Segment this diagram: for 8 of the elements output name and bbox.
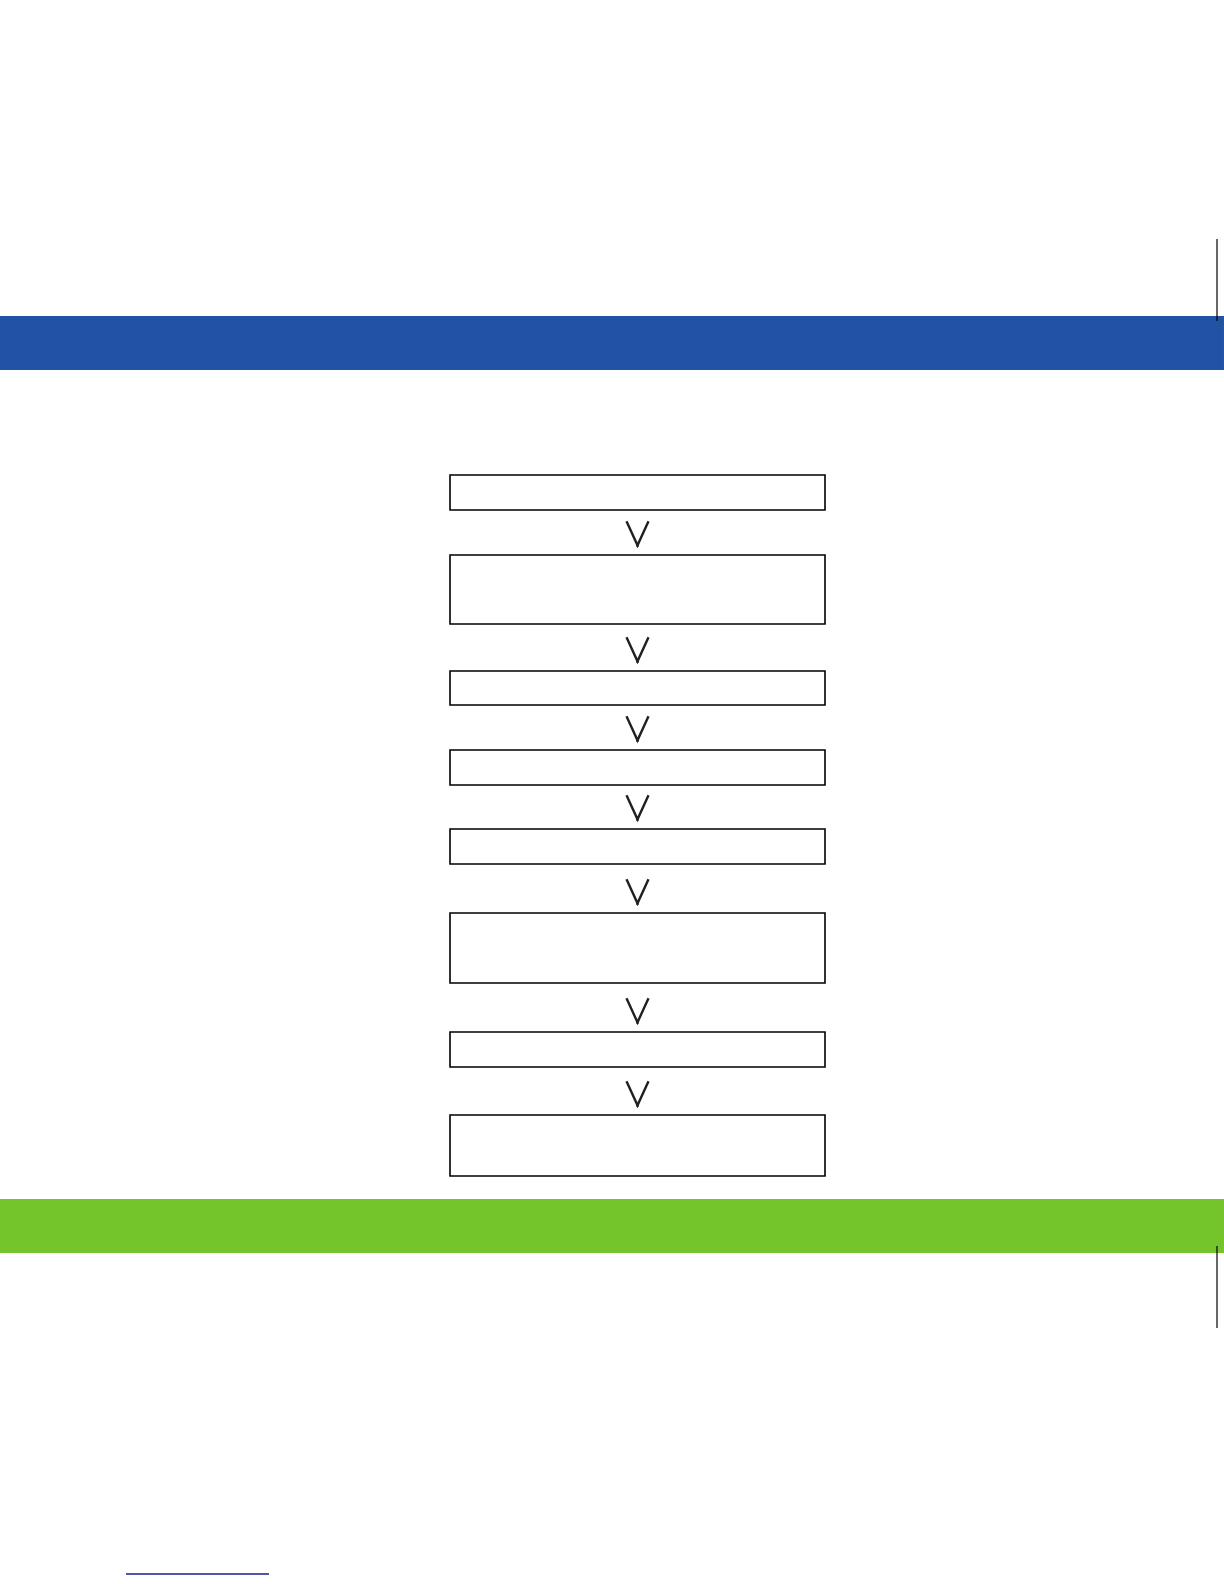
process-box (449, 912, 826, 984)
process-box (449, 749, 826, 786)
process-box (449, 828, 826, 865)
process-box (449, 474, 826, 511)
process-box (449, 1031, 826, 1068)
process-box (449, 1114, 826, 1177)
process-box (449, 554, 826, 625)
process-box (449, 670, 826, 706)
